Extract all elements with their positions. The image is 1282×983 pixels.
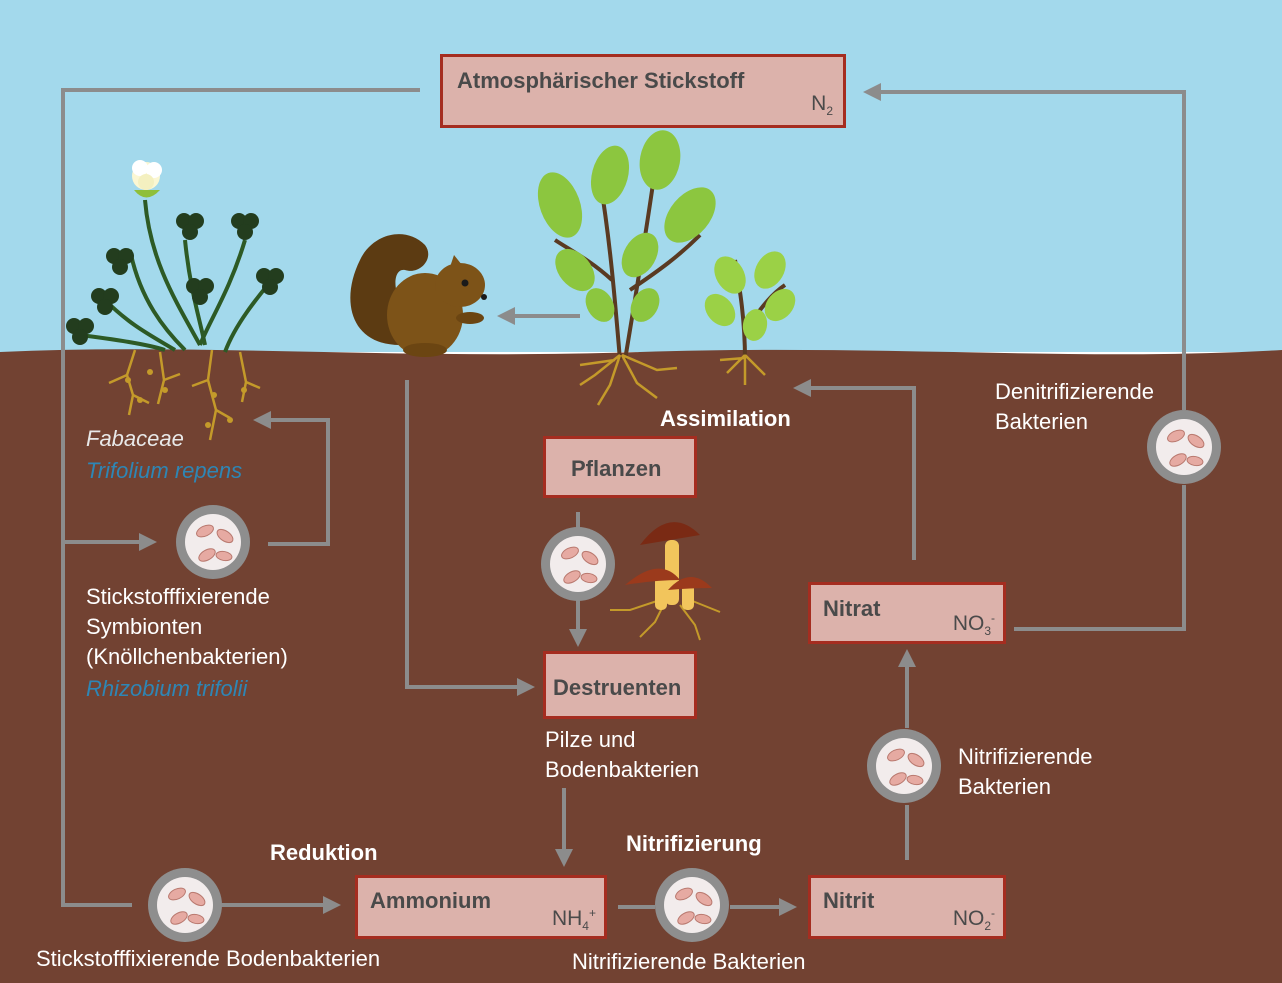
- box-title: Nitrat: [823, 596, 881, 621]
- symbionts-label-line1: Stickstofffixierende: [86, 584, 270, 609]
- arrow-denitrifiers-to-atmosphere: [863, 83, 1186, 410]
- plants-box: Pflanzen: [543, 436, 697, 498]
- cycle-arrows: [61, 83, 1186, 916]
- rhizobium-label: Rhizobium trifolii: [86, 676, 248, 701]
- nitrite-box: Nitrit NO2-: [808, 875, 1006, 939]
- chemical-formula: NO3-: [952, 611, 995, 639]
- denitrifying-label-line2: Bakterien: [995, 409, 1088, 434]
- arrow-nitrate-to-plants: [793, 379, 916, 560]
- denitrifying-label-line1: Denitrifizierende: [995, 379, 1154, 404]
- chemical-formula: NH4+: [551, 906, 596, 934]
- fungi-label-line1: Pilze und: [545, 727, 636, 752]
- bacteria-cell-icon: [540, 526, 616, 602]
- bacteria-cell-icon: [654, 867, 730, 943]
- arrow-atmosphere-to-left: [61, 88, 420, 907]
- fabaceae-label: Fabaceae: [86, 426, 184, 451]
- box-title: Nitrit: [823, 888, 875, 913]
- nitrifying-bottom-label: Nitrifizierende Bakterien: [572, 949, 806, 974]
- nitrifying-right-label-line2: Bakterien: [958, 774, 1051, 799]
- box-title: Atmosphärischer Stickstoff: [457, 68, 745, 93]
- fungi-label-line2: Bodenbakterien: [545, 757, 700, 782]
- nitrification-label: Nitrifizierung: [626, 831, 762, 856]
- box-title: Destruenten: [553, 675, 682, 700]
- plant-seedlings-icon: [537, 130, 796, 406]
- chemical-formula: N2: [811, 92, 833, 119]
- nitrifying-right-label-line1: Nitrifizierende: [958, 744, 1093, 769]
- symbionts-label-line2: Symbionten: [86, 614, 203, 639]
- bacteria-cell-icon: [866, 728, 942, 804]
- arrow-nitrate-to-denitrifiers: [1014, 485, 1186, 631]
- assimilation-label: Assimilation: [660, 406, 791, 431]
- mushroom-icon: [610, 522, 721, 641]
- atmospheric-nitrogen-box: Atmosphärischer Stickstoff N2: [440, 54, 846, 128]
- soil-fixers-label: Stickstofffixierende Bodenbakterien: [36, 946, 381, 971]
- symbionts-label-line3: (Knöllchenbakterien): [86, 644, 288, 669]
- arrow-symbionts-to-clover: [253, 411, 330, 546]
- decomposers-box: Destruenten: [543, 651, 697, 719]
- nitrate-box: Nitrat NO3-: [808, 582, 1006, 644]
- bacteria-cell-icon: [175, 504, 251, 580]
- chemical-formula: NO2-: [952, 906, 995, 934]
- box-title: Pflanzen: [571, 456, 662, 481]
- squirrel-icon: [350, 234, 487, 357]
- clover-plant-icon: [66, 160, 284, 441]
- ammonium-box: Ammonium NH4+: [355, 875, 607, 939]
- bacteria-cell-icon: [147, 867, 223, 943]
- bacteria-cell-icon: [1146, 409, 1222, 485]
- arrow-squirrel-to-decomposers: [405, 380, 535, 696]
- box-title: Ammonium: [370, 888, 491, 913]
- reduction-label: Reduktion: [270, 840, 378, 865]
- trifolium-label: Trifolium repens: [86, 458, 243, 483]
